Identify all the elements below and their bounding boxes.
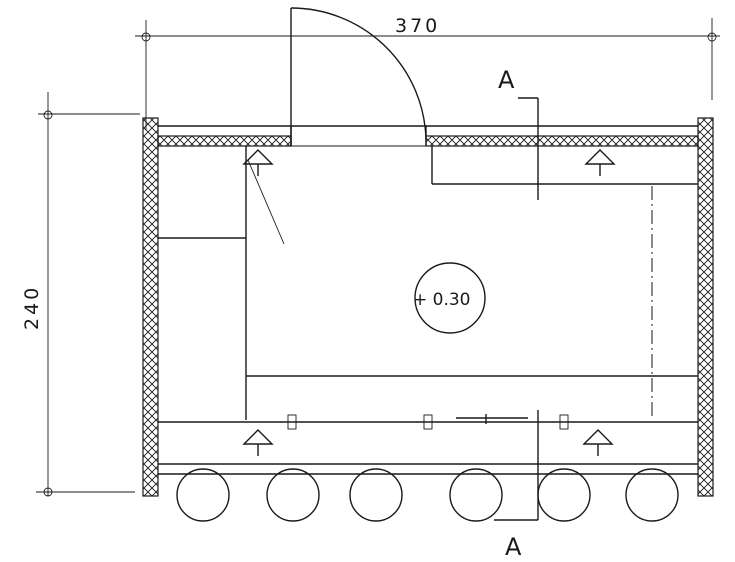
height-dimension: 240: [21, 92, 140, 497]
connector-box: [423, 414, 433, 430]
door: [290, 7, 427, 146]
top-wall-right: [425, 135, 699, 147]
connector-box: [559, 414, 569, 430]
interior-lines: [158, 146, 698, 475]
support-symbols: [242, 149, 616, 456]
support-triangle-icon: [242, 429, 274, 456]
connector-box: [287, 414, 297, 430]
left-wall: [142, 117, 159, 497]
section-marker-bottom: A: [505, 533, 522, 561]
height-dimension-label: 240: [21, 285, 43, 330]
section-marker-top: A: [498, 66, 515, 94]
section-cut-line: A A: [494, 66, 539, 561]
connector-boxes: [287, 414, 569, 430]
column-circle: [625, 468, 679, 522]
column-circle: [266, 468, 320, 522]
width-dimension-label: 370: [395, 15, 440, 37]
column-circle: [449, 468, 503, 522]
support-triangle-icon: [242, 149, 274, 176]
width-dimension: 370: [135, 15, 720, 130]
column-circle: [537, 468, 591, 522]
column-circles: [176, 468, 679, 522]
top-wall-left: [157, 135, 292, 147]
column-circle: [349, 468, 403, 522]
level-marker: + 0.30: [413, 262, 486, 334]
support-triangle-icon: [582, 429, 614, 456]
right-wall: [697, 117, 714, 497]
column-circle: [176, 468, 230, 522]
support-triangle-icon: [584, 149, 616, 176]
level-mark-label: + 0.30: [413, 290, 471, 310]
